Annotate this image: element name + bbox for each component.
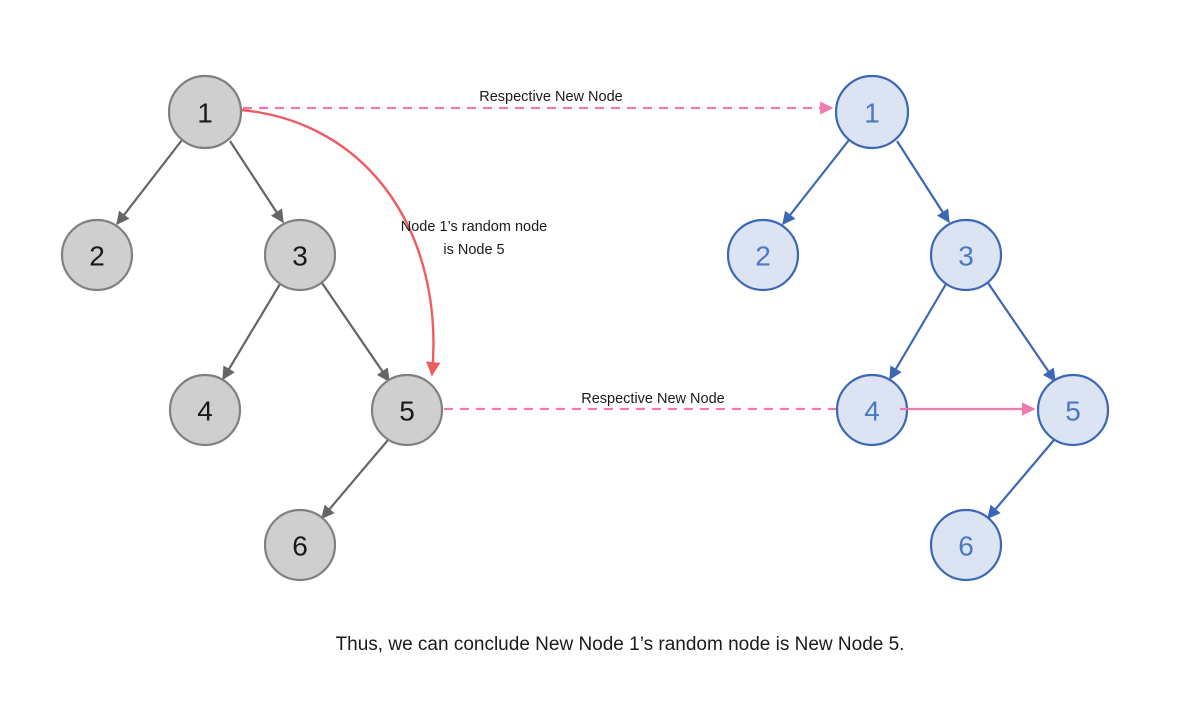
- old-node-5-circle[interactable]: [370, 373, 444, 447]
- new-node-6-circle[interactable]: [929, 508, 1003, 582]
- new-edge-3-4: [889, 283, 947, 381]
- old-node-1-circle[interactable]: [167, 74, 243, 150]
- new-node-1-label: 1: [864, 98, 880, 129]
- old-node-5[interactable]: 5: [370, 373, 444, 447]
- old-node-2[interactable]: 2: [60, 218, 134, 292]
- new-edge-5-6: [987, 439, 1055, 520]
- old-node-4-circle[interactable]: [168, 373, 242, 447]
- new-edge-1-2: [782, 139, 850, 226]
- new-node-5-circle[interactable]: [1036, 373, 1110, 447]
- old-edge-5-6: [321, 439, 389, 520]
- old-tree-nodes: 1 2 3 4 5 6: [60, 74, 444, 582]
- new-node-6-label: 6: [958, 531, 974, 562]
- random-pointer-edge-1-to-5: [240, 108, 441, 377]
- old-node-2-circle[interactable]: [60, 218, 134, 292]
- annotation-texts: Respective New Node Respective New Node …: [401, 89, 725, 407]
- old-edge-3-4: [222, 283, 281, 381]
- old-node-4[interactable]: 4: [168, 373, 242, 447]
- new-node-4[interactable]: 4: [835, 373, 909, 447]
- new-edge-1-3: [896, 140, 950, 224]
- caption: Thus, we can conclude New Node 1’s rando…: [336, 634, 905, 655]
- new-tree-nodes: 1 2 3 4 5 6: [726, 74, 1110, 582]
- new-node-6[interactable]: 6: [929, 508, 1003, 582]
- new-node-5[interactable]: 5: [1036, 373, 1110, 447]
- mapping-arrows: [243, 101, 1036, 416]
- new-node-1[interactable]: 1: [834, 74, 910, 150]
- old-node-6[interactable]: 6: [263, 508, 337, 582]
- old-node-3-label: 3: [292, 241, 308, 272]
- old-node-3-circle[interactable]: [263, 218, 337, 292]
- new-tree-edges: [782, 139, 1056, 520]
- new-node-2-label: 2: [755, 241, 771, 272]
- old-node-4-label: 4: [197, 396, 213, 427]
- mapping-label-bottom: Respective New Node: [581, 391, 724, 407]
- random-pointer-group: [240, 108, 441, 377]
- old-node-1[interactable]: 1: [167, 74, 243, 150]
- old-tree-edges: [116, 139, 390, 520]
- new-edge-3-5: [987, 282, 1056, 383]
- new-node-3-circle[interactable]: [929, 218, 1003, 292]
- old-node-5-label: 5: [399, 396, 415, 427]
- new-node-3[interactable]: 3: [929, 218, 1003, 292]
- old-edge-3-5: [321, 282, 390, 383]
- random-pointer-label-line2: is Node 5: [443, 242, 504, 258]
- new-node-5-label: 5: [1065, 396, 1081, 427]
- new-node-4-label: 4: [864, 396, 880, 427]
- random-pointer-label-line1: Node 1’s random node: [401, 219, 547, 235]
- old-node-6-circle[interactable]: [263, 508, 337, 582]
- old-edge-1-3: [229, 140, 284, 224]
- old-node-1-label: 1: [197, 98, 213, 129]
- mapping-label-top: Respective New Node: [479, 89, 622, 105]
- new-node-2[interactable]: 2: [726, 218, 800, 292]
- new-node-2-circle[interactable]: [726, 218, 800, 292]
- old-node-2-label: 2: [89, 241, 105, 272]
- old-node-6-label: 6: [292, 531, 308, 562]
- new-node-3-label: 3: [958, 241, 974, 272]
- old-node-3[interactable]: 3: [263, 218, 337, 292]
- old-edge-1-2: [116, 139, 183, 226]
- new-node-1-circle[interactable]: [834, 74, 910, 150]
